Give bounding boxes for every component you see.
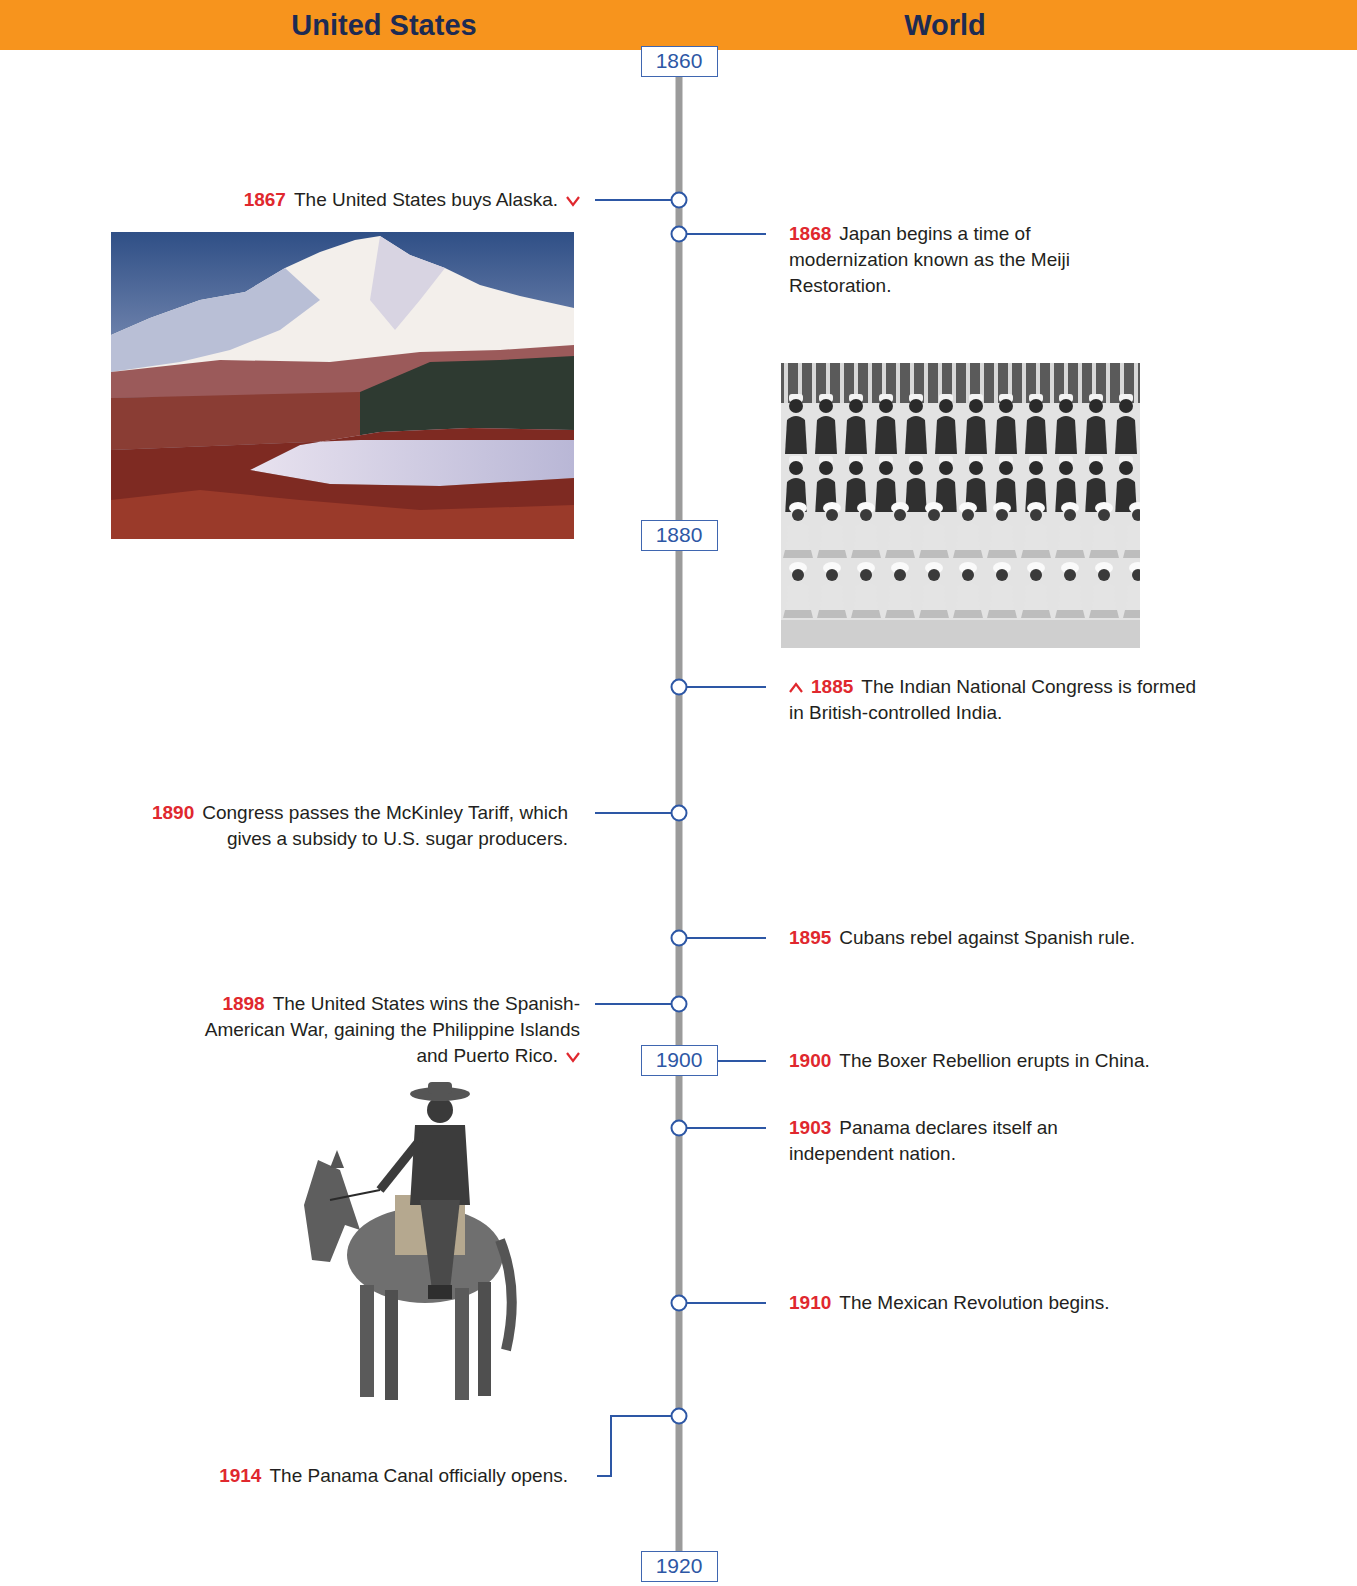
timeline-axis xyxy=(676,1076,683,1551)
event-year: 1885 xyxy=(811,676,853,697)
rider-torso xyxy=(410,1125,470,1205)
horse-leg xyxy=(385,1290,398,1400)
timeline-axis xyxy=(676,551,683,1045)
event-dots xyxy=(672,193,687,1424)
photo-tundra xyxy=(111,392,360,450)
event-description: Congress passes the McKinley Tariff, whi… xyxy=(202,802,568,849)
year-marker: 1920 xyxy=(641,1551,718,1582)
event-dot xyxy=(672,1121,687,1136)
event-dot xyxy=(672,193,687,208)
event-year: 1903 xyxy=(789,1117,831,1138)
leader-line xyxy=(687,1302,767,1304)
event-year: 1910 xyxy=(789,1292,831,1313)
timeline-event: 1914 The Panama Canal officially opens. xyxy=(98,1463,568,1489)
event-dot xyxy=(672,997,687,1012)
year-label: 1880 xyxy=(656,521,703,549)
photo-foreground-brush xyxy=(111,490,574,539)
event-year: 1914 xyxy=(219,1465,261,1486)
chevron-icon xyxy=(789,682,803,694)
chevron-icon xyxy=(566,195,580,207)
timeline-event: 1895 Cubans rebel against Spanish rule. xyxy=(789,925,1289,951)
event-description: The Mexican Revolution begins. xyxy=(839,1292,1109,1313)
congress-photo xyxy=(781,363,1140,648)
photo-crowd-standing xyxy=(781,392,1140,512)
event-year: 1867 xyxy=(244,189,286,210)
horse-leg xyxy=(455,1288,469,1400)
photo-floor xyxy=(781,620,1140,648)
timeline-event: 1898The United States wins the Spanish-A… xyxy=(200,991,580,1069)
photo-mountain-shadow xyxy=(111,268,320,372)
event-dot xyxy=(672,1409,687,1424)
event-year: 1898 xyxy=(222,993,264,1014)
header-band: United States World xyxy=(0,0,1357,50)
year-label: 1920 xyxy=(656,1552,703,1580)
leader-line xyxy=(597,1416,672,1476)
rider-hat-crown xyxy=(428,1082,452,1094)
timeline-axis xyxy=(676,77,683,520)
rider-arm xyxy=(380,1140,420,1190)
rider-boot xyxy=(428,1285,452,1299)
leader-lines xyxy=(595,200,766,1476)
event-dot xyxy=(672,227,687,242)
event-dot xyxy=(672,680,687,695)
horse-leg xyxy=(360,1285,374,1397)
chevron-icon xyxy=(790,684,802,692)
horse-leg xyxy=(478,1282,491,1396)
event-year: 1868 xyxy=(789,223,831,244)
event-year: 1890 xyxy=(152,802,194,823)
column-heading: United States xyxy=(291,0,476,50)
photo-foreground xyxy=(111,428,574,539)
timeline-event: 1890 Congress passes the McKinley Tariff,… xyxy=(148,800,568,852)
chevron-icon xyxy=(567,197,579,205)
timeline-event: 1885The Indian National Congress is form… xyxy=(789,674,1209,726)
photo-mountain-shadow xyxy=(370,236,445,330)
event-description: Japan begins a time of modernization kno… xyxy=(789,223,1070,296)
leader-line xyxy=(595,199,672,201)
chevron-icon xyxy=(567,1053,579,1061)
horse-reins xyxy=(330,1190,380,1200)
rider-leg xyxy=(420,1200,460,1290)
chevron-icon xyxy=(566,1051,580,1063)
horse-head xyxy=(304,1160,360,1262)
timeline-event: 1900 The Boxer Rebellion erupts in China. xyxy=(789,1048,1289,1074)
leader-line xyxy=(687,686,767,688)
leader-line xyxy=(687,233,767,235)
alaska-photo xyxy=(111,232,574,539)
year-marker: 1900 xyxy=(641,1045,718,1076)
event-dot xyxy=(672,931,687,946)
timeline-event: 1867 The United States buys Alaska. xyxy=(110,187,580,213)
year-label: 1860 xyxy=(656,47,703,75)
leader-line xyxy=(687,937,767,939)
timeline-event: 1868Japan begins a time of modernization… xyxy=(789,221,1149,299)
event-dot xyxy=(672,806,687,821)
photo-ground xyxy=(781,363,1140,648)
leader-line xyxy=(595,1003,672,1005)
event-description: The Boxer Rebellion erupts in China. xyxy=(839,1050,1150,1071)
leader-line xyxy=(687,1127,767,1129)
year-marker: 1860 xyxy=(641,46,718,77)
photo-crowd-seated xyxy=(781,500,1140,620)
timeline-event: 1903Panama declares itself an independen… xyxy=(789,1115,1061,1167)
photo-sky xyxy=(111,232,574,539)
year-label: 1900 xyxy=(656,1046,703,1074)
event-description: The Panama Canal officially opens. xyxy=(269,1465,568,1486)
timeline-event: 1910 The Mexican Revolution begins. xyxy=(789,1290,1289,1316)
horse-ear xyxy=(330,1150,344,1168)
year-marker: 1880 xyxy=(641,520,718,551)
leader-line xyxy=(595,812,672,814)
column-heading: World xyxy=(904,0,986,50)
event-year: 1900 xyxy=(789,1050,831,1071)
event-dot xyxy=(672,1296,687,1311)
event-description: The United States buys Alaska. xyxy=(294,189,558,210)
horseman-photo xyxy=(304,1082,512,1400)
event-year: 1895 xyxy=(789,927,831,948)
event-description: Cubans rebel against Spanish rule. xyxy=(839,927,1135,948)
horse-tail xyxy=(500,1240,512,1350)
